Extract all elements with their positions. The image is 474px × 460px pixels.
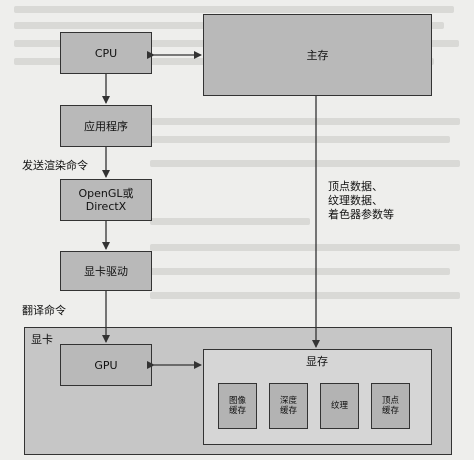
vram-item-texture: 纹理 xyxy=(320,383,359,429)
vram-item-label: 纹理 xyxy=(330,401,348,411)
cpu-box: CPU xyxy=(60,32,152,74)
background-text-line xyxy=(150,118,460,125)
vram-item-label: 深度 缓存 xyxy=(279,396,297,416)
graphics-api-box: OpenGL或 DirectX xyxy=(60,179,152,221)
vram-item-label: 顶点 缓存 xyxy=(381,396,399,416)
application-box: 应用程序 xyxy=(60,105,152,147)
application-label: 应用程序 xyxy=(84,119,128,133)
background-text-line xyxy=(150,244,460,251)
background-text-line xyxy=(150,136,450,143)
background-text-line xyxy=(150,292,460,299)
main-memory-box: 主存 xyxy=(203,14,432,96)
vram-item-image-buffer: 图像 缓存 xyxy=(218,383,257,429)
vram-item-vertex-buffer: 顶点 缓存 xyxy=(371,383,410,429)
background-text-line xyxy=(150,268,450,275)
gpu-label: GPU xyxy=(94,358,118,372)
edge-label-data-transfer: 顶点数据、 纹理数据、 着色器参数等 xyxy=(328,180,394,221)
gpu-card-label: 显卡 xyxy=(31,333,53,346)
edge-label-translate-command: 翻译命令 xyxy=(20,302,68,318)
vram-item-depth-buffer: 深度 缓存 xyxy=(269,383,308,429)
main-memory-label: 主存 xyxy=(306,48,329,62)
vram-label: 显存 xyxy=(306,355,328,368)
gpu-box: GPU xyxy=(60,344,152,386)
background-text-line xyxy=(150,218,310,225)
cpu-label: CPU xyxy=(94,46,118,60)
edge-label-send-render-command: 发送渲染命令 xyxy=(20,157,90,173)
driver-box: 显卡驱动 xyxy=(60,251,152,291)
background-text-line xyxy=(14,6,454,13)
background-text-line xyxy=(150,160,460,167)
driver-label: 显卡驱动 xyxy=(84,264,128,278)
graphics-api-label: OpenGL或 DirectX xyxy=(78,187,134,213)
vram-item-label: 图像 缓存 xyxy=(228,396,246,416)
